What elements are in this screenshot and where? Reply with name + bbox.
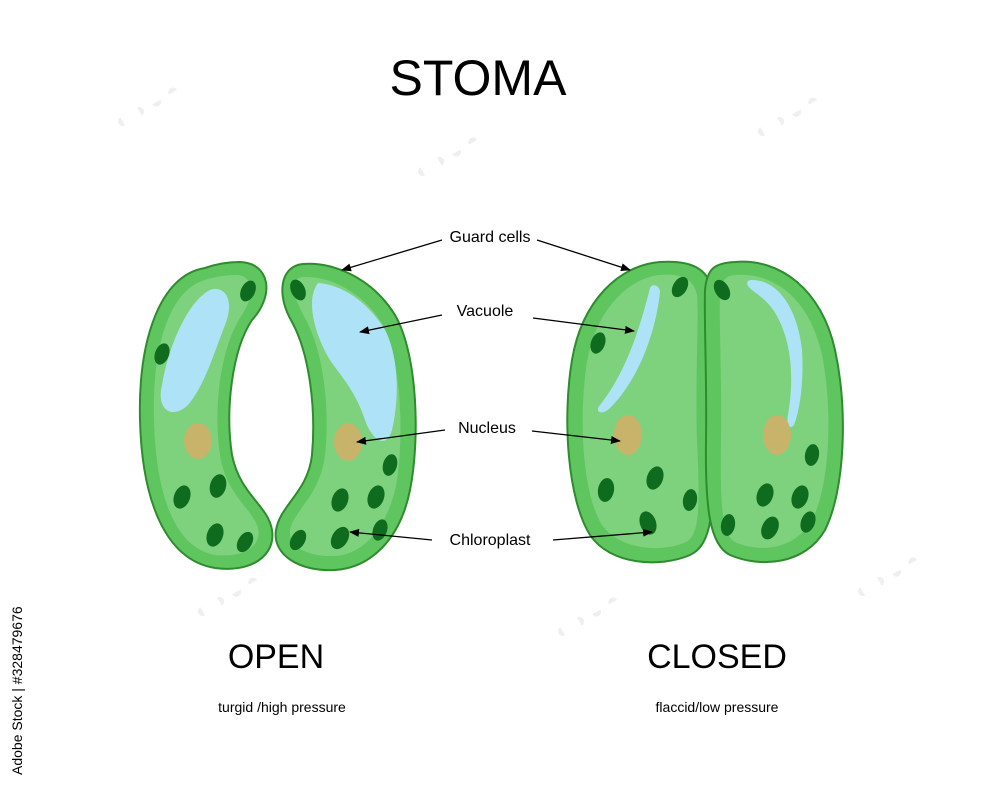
open-right-nucleus — [334, 423, 362, 461]
open-right-vacuole — [311, 283, 397, 441]
chloroplast — [289, 529, 307, 551]
closed-left-nucleus — [614, 415, 642, 455]
vacuole-label: Vacuole — [457, 303, 514, 320]
diagram-title: STOMA — [390, 50, 568, 106]
closed-right-nucleus — [763, 415, 791, 455]
chloroplast — [173, 485, 191, 509]
stock-id-text: Adobe Stock | #328479676 — [9, 606, 25, 775]
chloroplast — [720, 514, 736, 536]
chloroplast — [206, 523, 224, 547]
nucleus-arrow-left — [356, 429, 446, 445]
chloroplast — [713, 279, 731, 301]
open-subtitle: turgid /high pressure — [218, 699, 346, 715]
open-left-vacuole — [160, 289, 230, 413]
chloroplast — [671, 276, 689, 298]
chloroplast — [682, 489, 698, 511]
closed-subtitle: flaccid/low pressure — [656, 699, 779, 715]
svg-text:◐ ◑ ◒ ◓: ◐ ◑ ◒ ◓ — [550, 587, 624, 644]
chloroplast — [800, 511, 816, 533]
closed-right-cell-inner — [719, 274, 829, 548]
chloroplast-arrow-right — [552, 528, 653, 541]
closed-heading: CLOSED — [647, 638, 787, 676]
open-right-guard-cell — [274, 262, 417, 572]
chloroplast — [804, 444, 820, 466]
chloroplast — [330, 526, 350, 550]
vacuole-arrow-left — [359, 314, 443, 335]
chloroplast — [367, 485, 385, 509]
chloroplast-arrow-left — [349, 528, 433, 541]
svg-text:◐ ◑ ◒ ◓: ◐ ◑ ◒ ◓ — [850, 547, 924, 604]
guard-cells-label: Guard cells — [450, 229, 531, 246]
vacuole-arrow-right — [532, 317, 635, 334]
svg-text:◐ ◑ ◒ ◓: ◐ ◑ ◒ ◓ — [410, 127, 484, 184]
chloroplast — [209, 474, 227, 498]
chloroplast — [597, 478, 615, 502]
svg-text:◐ ◑ ◒ ◓: ◐ ◑ ◒ ◓ — [750, 87, 824, 144]
guard-cells-arrow-right — [536, 239, 631, 272]
svg-text:◐ ◑ ◒ ◓: ◐ ◑ ◒ ◓ — [110, 77, 184, 134]
chloroplast — [240, 280, 256, 302]
chloroplast — [236, 531, 254, 553]
chloroplast-label: Chloroplast — [450, 532, 531, 549]
svg-text:◐ ◑ ◒ ◓: ◐ ◑ ◒ ◓ — [190, 567, 264, 624]
closed-right-guard-cell — [703, 260, 844, 564]
chloroplast — [756, 483, 774, 507]
closed-left-guard-cell — [566, 260, 714, 564]
open-left-nucleus — [184, 423, 212, 459]
nucleus-arrow-right — [531, 430, 621, 444]
chloroplast — [761, 516, 779, 540]
nucleus-label: Nucleus — [458, 420, 516, 437]
chloroplast — [791, 485, 809, 509]
closed-left-vacuole — [597, 285, 660, 413]
chloroplast — [154, 343, 170, 365]
chloroplast — [331, 488, 349, 512]
chloroplast — [382, 454, 398, 476]
chloroplast — [646, 466, 664, 490]
closed-left-cell-inner — [582, 274, 699, 549]
chloroplast — [290, 279, 306, 301]
open-left-guard-cell — [138, 260, 274, 570]
open-heading: OPEN — [228, 638, 324, 676]
chloroplast — [590, 332, 606, 354]
closed-right-vacuole — [747, 280, 803, 427]
guard-cells-arrow-left — [341, 239, 443, 272]
